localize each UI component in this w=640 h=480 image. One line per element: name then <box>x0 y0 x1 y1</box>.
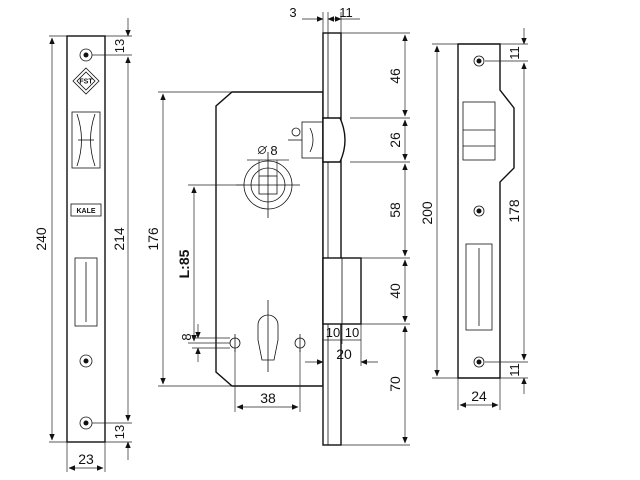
strike-middle-screw-icon <box>473 205 485 217</box>
dim-spindle-diameter: 8 <box>270 143 277 158</box>
dim-bottom: 70 <box>387 376 403 392</box>
dim-strike-height: 200 <box>419 201 435 225</box>
dim-body-height: 176 <box>145 227 161 251</box>
dim-faceplate-height: 240 <box>33 227 49 251</box>
dim-deadbolt-throw: 20 <box>336 346 352 362</box>
dim-strike-bottom-offset: 11 <box>507 363 522 377</box>
kale-logo-text: KALE <box>76 208 95 215</box>
deadbolt <box>322 257 362 325</box>
dim-faceplate-width: 23 <box>78 451 94 467</box>
dim-deadbolt-step-2: 10 <box>345 325 359 340</box>
faceplate-front: FST KALE <box>66 35 106 443</box>
faceplate-middle-screw-icon <box>79 354 93 368</box>
lock-front-plate <box>322 32 342 446</box>
dim-case-offset: 11 <box>339 5 353 20</box>
dim-faceplate-hole-span: 214 <box>111 227 127 251</box>
dim-deadbolt-height: 40 <box>387 283 403 299</box>
dim-deadbolt-step-1: 10 <box>326 325 340 340</box>
faceplate-outline <box>66 35 106 443</box>
dim-strike-hole-span: 178 <box>506 199 522 223</box>
dim-screw-hole: 8 <box>179 333 194 340</box>
lock-body <box>215 32 362 446</box>
latch-bolt <box>288 117 346 163</box>
strike-plate <box>457 43 515 379</box>
dim-strike-width: 24 <box>471 388 487 404</box>
dim-plate-thickness: 3 <box>289 5 296 20</box>
kale-logo: KALE <box>70 203 102 217</box>
dim-backset: L:85 <box>176 249 192 278</box>
dim-screw-spacing: 38 <box>260 390 276 406</box>
faceplate-dimensions: 240 214 13 13 23 <box>33 18 132 472</box>
strike-deadbolt-opening <box>465 243 493 331</box>
strike-plate-outline <box>457 43 515 379</box>
latch-window <box>71 111 101 169</box>
dim-faceplate-bottom-offset: 13 <box>112 425 127 439</box>
deadbolt-slot <box>74 257 98 327</box>
strike-bottom-screw-icon <box>473 356 485 368</box>
strike-top-screw-icon <box>473 55 485 67</box>
strike-latch-opening <box>462 101 496 161</box>
dim-faceplate-top-offset: 13 <box>112 39 127 53</box>
strike-plate-dimensions: 200 178 11 11 24 <box>419 28 528 410</box>
lock-body-dimensions: 3 11 46 26 58 40 70 176 L:85 8 <box>145 5 410 446</box>
body-screw-right-icon <box>294 334 306 352</box>
fst-logo: FST <box>72 67 100 95</box>
cylinder-cutout <box>257 314 279 361</box>
dim-strike-top-offset: 11 <box>507 46 522 60</box>
fst-logo-text: FST <box>79 79 93 86</box>
lock-case-outline <box>215 91 324 387</box>
dim-latch-to-deadbolt: 58 <box>387 202 403 218</box>
dim-top-to-latch: 46 <box>387 68 403 84</box>
dim-latch-height: 26 <box>387 132 403 148</box>
